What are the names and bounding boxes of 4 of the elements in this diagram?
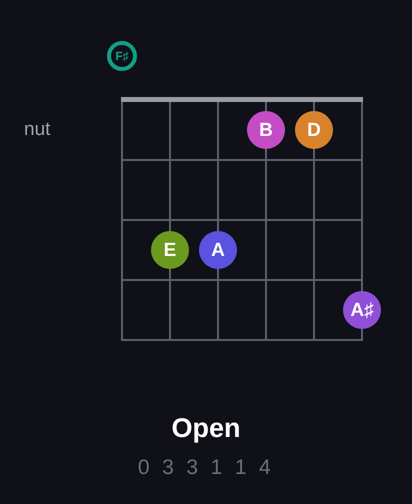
chord-title: Open — [171, 412, 240, 445]
nut-label: nut — [24, 118, 50, 142]
fingering-numbers: 0 3 3 1 1 4 — [138, 455, 274, 481]
open-string-ring: F♯ — [107, 41, 137, 71]
